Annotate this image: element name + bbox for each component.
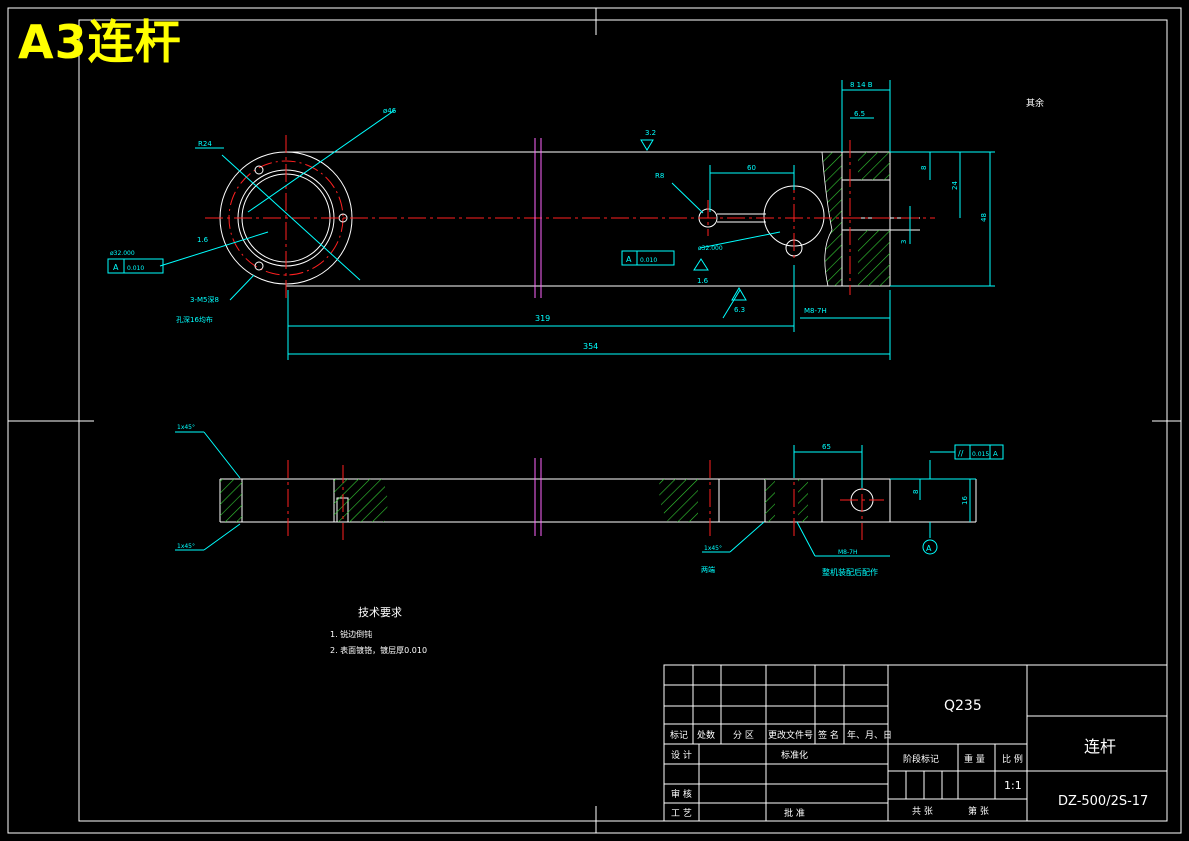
side-thread-note: M8-7H: [838, 549, 858, 556]
ftol-a1-label: A: [113, 263, 119, 272]
chamfer-mid: 1x45°: [704, 545, 722, 552]
top-view: A 0.010 A 0.010 ø46 R24 319 354 60 R8 8 …: [107, 80, 995, 360]
inner-frame: [78, 19, 1168, 822]
hdr-date: 年、月、日: [847, 729, 892, 741]
both-ends-note: 两端: [701, 565, 715, 574]
scale-label: 比 例: [1002, 753, 1023, 765]
dim-r8: R8: [655, 172, 664, 180]
tech-requirement-1: 1. 锐边倒钝: [330, 629, 372, 639]
thread-m8: M8-7H: [804, 307, 827, 315]
outer-frame: [7, 7, 1182, 834]
parallel-ref: A: [993, 450, 998, 458]
depth-note: 孔深16均布: [176, 315, 213, 324]
dim-length-319: 319: [535, 314, 550, 323]
process-label: 工 艺: [671, 808, 692, 819]
ftol-a2-label: A: [626, 255, 632, 264]
parallel-symbol: //: [958, 449, 964, 458]
centering-marks: [8, 8, 1181, 833]
title-block: [663, 664, 1168, 822]
chamfer-top: 1x45°: [177, 424, 195, 431]
parallel-value: 0.015: [972, 451, 989, 458]
dim-r24: R24: [198, 140, 212, 148]
hdr-sign: 签 名: [818, 729, 839, 741]
dim-16: 16: [961, 496, 969, 505]
dim-6-5: 6.5: [854, 110, 865, 118]
dim-8-side: 8: [912, 490, 920, 494]
side-view: 1x45° 1x45° 1x45° 65 8 16 // 0.015 A A 两…: [175, 424, 1004, 577]
hdr-mark: 标记: [670, 729, 688, 741]
roughness-1-6-left: 1.6: [197, 236, 209, 244]
material: Q235: [944, 698, 982, 714]
standard-label: 标准化: [781, 749, 808, 761]
dim-3: 3: [900, 240, 908, 244]
assembly-note: 整机装配后配作: [822, 567, 878, 577]
design-label: 设 计: [671, 749, 692, 761]
ftol-a2-value: 0.010: [640, 257, 657, 264]
drawing-number: DZ-500/2S-17: [1058, 794, 1148, 809]
approve-label: 批 准: [784, 807, 805, 819]
bore-tolerance-1: ø32.000: [110, 250, 135, 257]
datum-a: A: [926, 544, 932, 553]
weight-label: 重 量: [964, 753, 985, 765]
stage-mark-label: 阶段标记: [903, 753, 939, 765]
holes-3-m5: 3-M5深8: [190, 295, 219, 304]
roughness-general-note: 其余: [1026, 97, 1044, 109]
bore-tolerance-2: ø32.000: [698, 245, 723, 252]
hdr-zone: 分 区: [733, 730, 754, 741]
roughness-6-3: 6.3: [734, 306, 745, 314]
dim-outer-diameter: ø46: [383, 107, 397, 115]
tech-requirements-heading: 技术要求: [358, 606, 402, 619]
watermark-title: A3连杆: [18, 15, 182, 69]
dim-48: 48: [980, 213, 988, 222]
roughness-3-2: 3.2: [645, 129, 656, 137]
scale-value: 1:1: [1004, 779, 1022, 792]
part-name: 连杆: [1084, 737, 1116, 756]
dim-65: 65: [822, 443, 831, 451]
dim-8: 8: [920, 166, 928, 170]
tech-requirement-2: 2. 表面镀铬，镀层厚0.010: [330, 645, 427, 655]
hdr-count: 处数: [697, 729, 715, 741]
ftol-a1-value: 0.010: [127, 265, 144, 272]
dim-14: 8 14 B: [850, 81, 873, 89]
dim-length-354: 354: [583, 342, 598, 351]
dim-24: 24: [951, 181, 959, 190]
review-label: 审 核: [671, 788, 692, 800]
sheet-no-label: 第 张: [968, 805, 989, 817]
total-sheets-label: 共 张: [912, 806, 933, 817]
roughness-1-6-right: 1.6: [697, 277, 709, 285]
dim-60: 60: [747, 164, 756, 172]
hdr-change: 更改文件号: [768, 729, 813, 741]
chamfer-bottom: 1x45°: [177, 543, 195, 550]
